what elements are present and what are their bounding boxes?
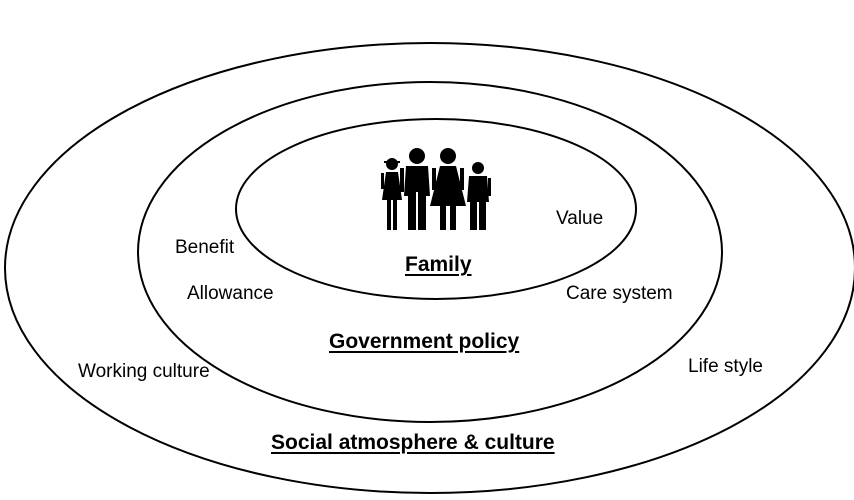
care-system-label: Care system bbox=[566, 283, 673, 304]
allowance-label: Allowance bbox=[187, 283, 274, 304]
working-culture-label: Working culture bbox=[78, 361, 210, 382]
government-policy-label: Government policy bbox=[329, 330, 520, 353]
family-label: Family bbox=[405, 253, 472, 276]
social-atmosphere-culture-label: Social atmosphere & culture bbox=[271, 431, 555, 454]
benefit-label: Benefit bbox=[175, 237, 235, 258]
family-silhouette-icon bbox=[381, 148, 491, 230]
outer-ellipse bbox=[4, 42, 854, 494]
value-label: Value bbox=[556, 208, 604, 229]
inner-ellipse bbox=[235, 118, 637, 300]
middle-ellipse bbox=[137, 81, 723, 423]
life-style-label: Life style bbox=[688, 356, 763, 377]
